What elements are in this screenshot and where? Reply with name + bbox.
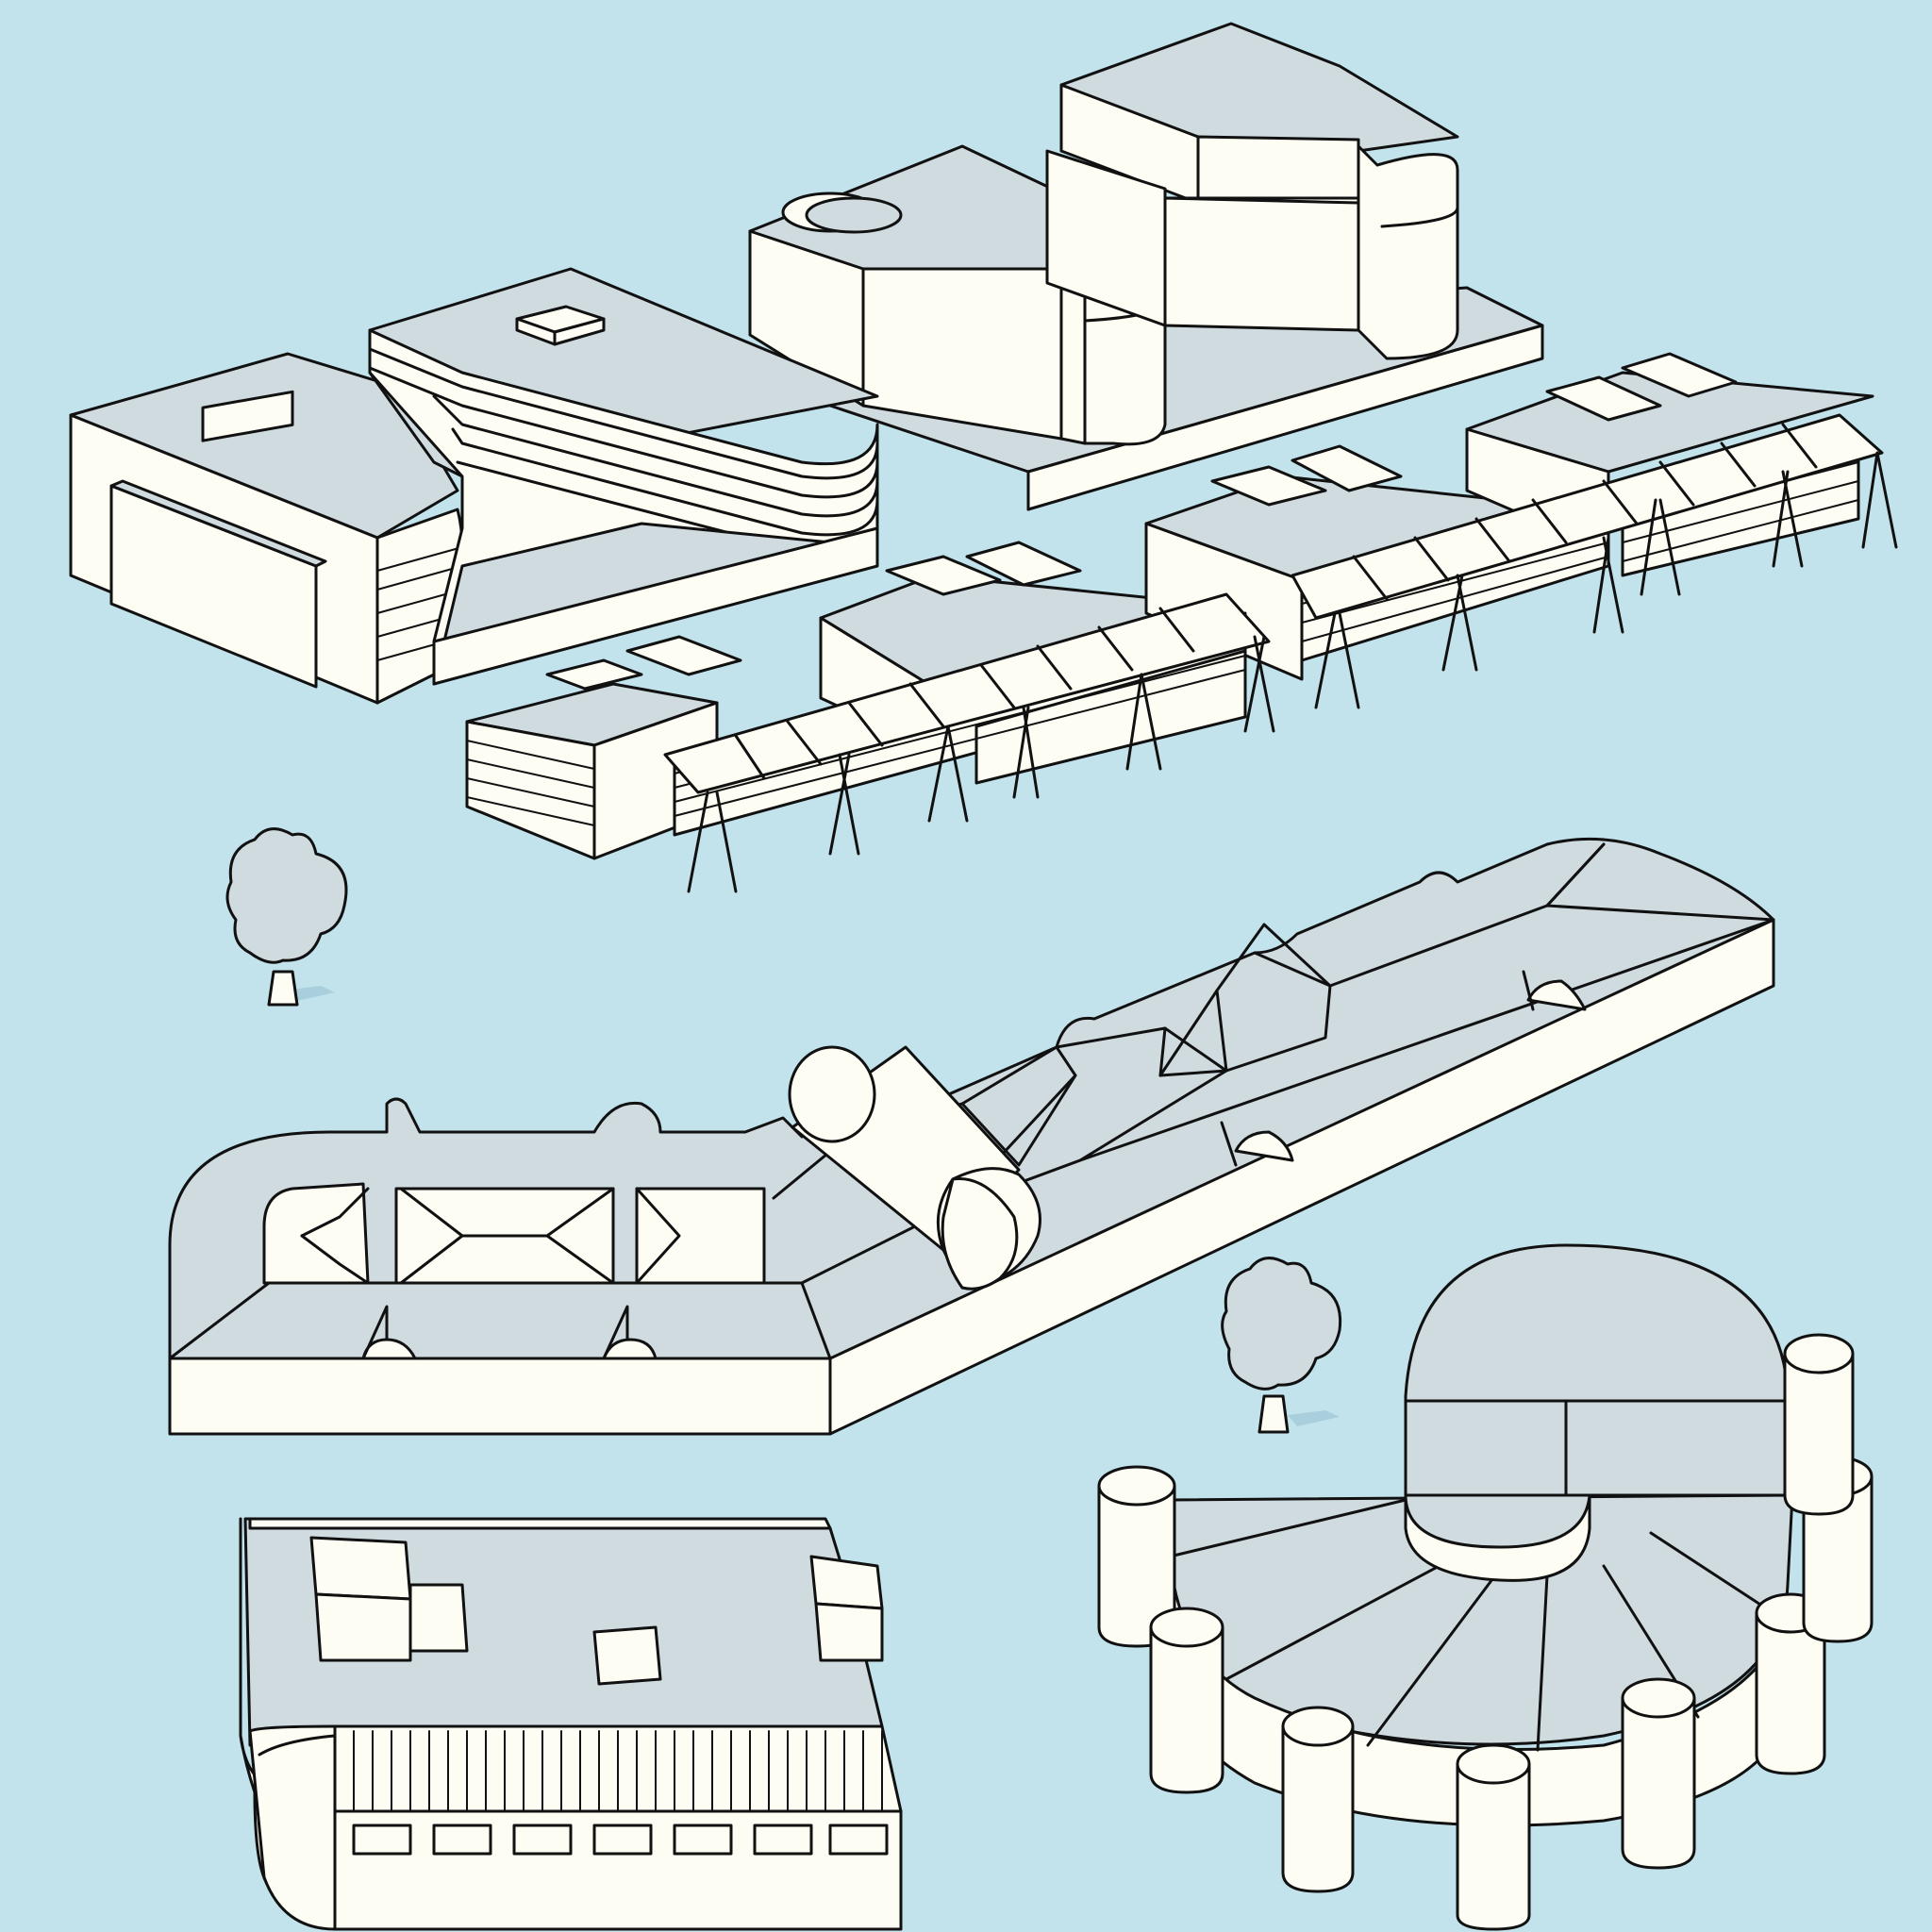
arena-tower-4 xyxy=(1456,1743,1531,1931)
store-shop-windows xyxy=(352,1824,889,1856)
tree-left xyxy=(225,827,348,1007)
arena-tower-1 xyxy=(1097,1465,1176,1648)
arena-tower-3 xyxy=(1281,1706,1355,1893)
terraced-building-row xyxy=(465,352,1898,893)
tree-right xyxy=(1221,1257,1342,1434)
palace-complex xyxy=(168,837,1775,1436)
office-building-slab xyxy=(69,352,464,705)
department-store xyxy=(239,1517,903,1931)
store-facade-mullions xyxy=(353,1730,883,1812)
arena-tower-2 xyxy=(1149,1607,1224,1794)
twin-tower-complex xyxy=(748,22,1544,511)
round-arena-with-towers xyxy=(1097,1243,1874,1931)
arena-tower-5 xyxy=(1621,1677,1696,1870)
curved-office-building xyxy=(368,267,879,686)
arena-tower-8 xyxy=(1783,1333,1855,1516)
